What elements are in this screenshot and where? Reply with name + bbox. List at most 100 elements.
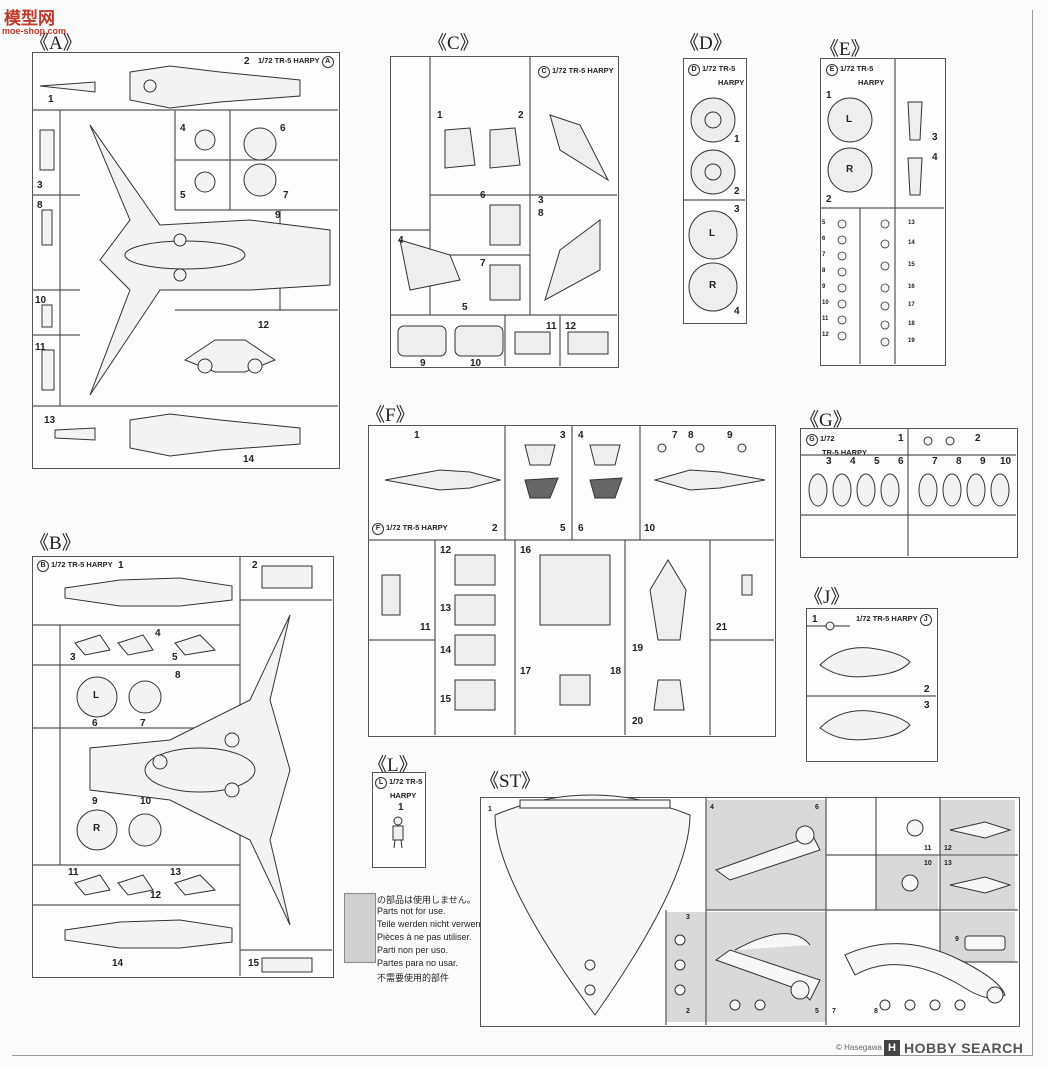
sprue-c-title: 《C》 bbox=[428, 33, 479, 54]
sprue-l-title: 《L》 bbox=[368, 755, 418, 776]
footer-copyright: © Hasegawa bbox=[836, 1043, 882, 1052]
part-c10-label: 10 bbox=[470, 358, 482, 369]
part-st8-label: 8 bbox=[874, 1008, 878, 1015]
part-e1-label: 1 bbox=[826, 90, 832, 101]
part-g4-label: 4 bbox=[850, 456, 856, 467]
marking-l-e: L bbox=[846, 114, 853, 125]
part-g10-label: 10 bbox=[1000, 456, 1012, 467]
part-f7-label: 7 bbox=[672, 430, 678, 441]
sprue-e-title: 《E》 bbox=[820, 39, 870, 60]
part-st2-label: 2 bbox=[686, 1008, 690, 1015]
part-e7-label: 7 bbox=[822, 252, 826, 258]
marking-r-e: R bbox=[846, 164, 854, 175]
part-c5-label: 5 bbox=[462, 302, 468, 313]
part-a9-label: 9 bbox=[275, 210, 281, 221]
legend-swatch bbox=[344, 893, 376, 963]
sprue-g-tag2: TR-5 HARPY bbox=[822, 448, 868, 457]
part-g7-label: 7 bbox=[932, 456, 938, 467]
part-c2-label: 2 bbox=[518, 110, 524, 121]
sprue-l-tag2: HARPY bbox=[390, 791, 417, 800]
legend-line-es: Partes para no usar. bbox=[377, 958, 459, 968]
part-g2-label: 2 bbox=[975, 433, 981, 444]
sprue-st-title: 《ST》 bbox=[480, 771, 541, 792]
part-g8-label: 8 bbox=[956, 456, 962, 467]
part-f11-label: 11 bbox=[420, 622, 431, 633]
part-b7-label: 7 bbox=[140, 718, 146, 729]
footer-brand-icon: H bbox=[884, 1040, 900, 1056]
part-e8-label: 8 bbox=[822, 268, 826, 274]
sprue-j-tag: 1/72 TR-5 HARPY J bbox=[856, 614, 934, 626]
part-b8-label: 8 bbox=[175, 670, 181, 681]
part-g3-label: 3 bbox=[826, 456, 832, 467]
part-f15-label: 15 bbox=[440, 694, 452, 705]
part-f2-label: 2 bbox=[492, 523, 498, 534]
part-d1-label: 1 bbox=[734, 134, 740, 145]
part-e9-label: 9 bbox=[822, 284, 826, 290]
part-g9-label: 9 bbox=[980, 456, 986, 467]
part-st11-label: 11 bbox=[924, 845, 932, 852]
part-a4-label: 4 bbox=[180, 123, 186, 134]
part-a3-label: 3 bbox=[37, 180, 43, 191]
part-f21-label: 21 bbox=[716, 622, 728, 633]
part-f20-label: 20 bbox=[632, 716, 644, 727]
part-j1-label: 1 bbox=[812, 614, 818, 625]
part-a1-label: 1 bbox=[48, 94, 54, 105]
marking-l-d: L bbox=[709, 228, 716, 239]
marking-r-b: R bbox=[93, 823, 101, 834]
part-st13-label: 13 bbox=[944, 860, 952, 867]
part-f1-label: 1 bbox=[414, 430, 420, 441]
part-a7-label: 7 bbox=[283, 190, 289, 201]
part-f14-label: 14 bbox=[440, 645, 452, 656]
part-b10-label: 10 bbox=[140, 796, 152, 807]
part-f10-label: 10 bbox=[644, 523, 656, 534]
part-a6-label: 6 bbox=[280, 123, 286, 134]
part-f6-label: 6 bbox=[578, 523, 584, 534]
part-a12-label: 12 bbox=[258, 320, 270, 331]
page-border bbox=[12, 10, 1033, 1056]
part-e10-label: 10 bbox=[822, 300, 829, 306]
part-e19-label: 19 bbox=[908, 338, 915, 344]
part-c12-label: 12 bbox=[565, 321, 577, 332]
part-e16-label: 16 bbox=[908, 284, 915, 290]
part-g5-label: 5 bbox=[874, 456, 880, 467]
part-b5-label: 5 bbox=[172, 652, 178, 663]
part-c4-label: 4 bbox=[398, 235, 404, 246]
part-c1-label: 1 bbox=[437, 110, 443, 121]
part-f18-label: 18 bbox=[610, 666, 622, 677]
part-e18-label: 18 bbox=[908, 321, 915, 327]
part-c11-label: 11 bbox=[546, 321, 557, 332]
part-f9-label: 9 bbox=[727, 430, 733, 441]
part-b4-label: 4 bbox=[155, 628, 161, 639]
part-e17-label: 17 bbox=[908, 302, 915, 308]
part-f5-label: 5 bbox=[560, 523, 566, 534]
part-e15-label: 15 bbox=[908, 262, 915, 268]
marking-r-d: R bbox=[709, 280, 717, 291]
part-c3-label: 3 bbox=[538, 195, 544, 206]
part-st12-label: 12 bbox=[944, 845, 952, 852]
part-b14-label: 14 bbox=[112, 958, 124, 969]
sprue-j-title: 《J》 bbox=[804, 587, 850, 608]
sprue-d-title: 《D》 bbox=[680, 33, 732, 54]
part-d3-label: 3 bbox=[734, 204, 740, 215]
part-e13-label: 13 bbox=[908, 220, 915, 226]
part-b9-label: 9 bbox=[92, 796, 98, 807]
legend-line-en: Parts not for use. bbox=[377, 906, 446, 916]
footer-brand-text: HOBBY SEARCH bbox=[904, 1040, 1024, 1056]
part-f4-label: 4 bbox=[578, 430, 584, 441]
part-st3-label: 3 bbox=[686, 914, 690, 921]
part-c8-label: 8 bbox=[538, 208, 544, 219]
legend-line-de: Teile werden nicht verwendet. bbox=[377, 919, 496, 929]
part-e3-label: 3 bbox=[932, 132, 938, 143]
